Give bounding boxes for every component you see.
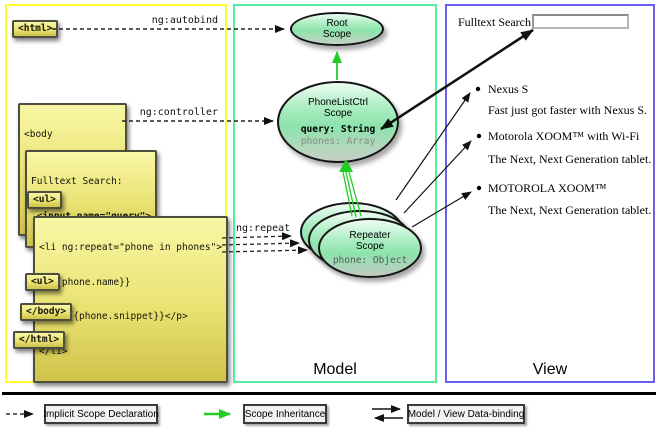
phonelistctrl-prop-query: query: String: [300, 123, 376, 135]
chip-li-repeat: <li ng:repeat="phone in phones"> {{phone…: [33, 216, 229, 383]
chip-html-close: </html>: [13, 331, 66, 349]
phonelistctrl-scope-title: PhoneListCtrl: [307, 96, 369, 108]
view-search-label: Fulltext Search:: [458, 15, 535, 29]
chip-li-line: <p>{{phone.snippet}}</p>: [39, 311, 188, 322]
chip-ul-close: <ul>: [25, 273, 60, 291]
view-item-desc: The Next, Next Generation tablet.: [488, 152, 652, 166]
root-scope-ellipse: Root Scope: [290, 12, 384, 46]
label-ng-controller: ng:controller: [139, 107, 218, 118]
view-item-desc: The Next, Next Generation tablet.: [488, 203, 652, 217]
legend-scope-inheritance-label: Scope Inheritance: [244, 408, 326, 420]
view-item-desc: Fast just got faster with Nexus S.: [488, 103, 647, 117]
repeater-scope-ellipse-front: Repeater Scope phone: Object: [318, 218, 422, 278]
legend-scope-inheritance: Scope Inheritance: [243, 404, 327, 424]
legend-data-binding: Model / View Data-binding: [407, 404, 525, 424]
model-panel-title: Model: [313, 361, 357, 378]
chip-li-line: </li>: [39, 345, 68, 357]
root-scope-title: Root: [326, 18, 348, 29]
phonelistctrl-scope-title: Scope: [323, 107, 353, 119]
view-item-name: Motorola XOOM™ with Wi-Fi: [488, 129, 640, 143]
legend-implicit-scope: Implicit Scope Declaration: [43, 404, 159, 424]
view-item-name: MOTOROLA XOOM™: [488, 181, 607, 195]
legend-separator: [2, 392, 656, 395]
view-panel-title: View: [532, 361, 568, 378]
repeater-scope-title: Scope: [355, 240, 385, 252]
phonelistctrl-prop-phones: phones: Array: [300, 135, 376, 147]
chip-li-line: <li ng:repeat="phone in phones">: [39, 242, 223, 253]
model-panel: Model: [233, 4, 437, 383]
chip-ul-open: <ul>: [27, 191, 62, 209]
root-scope-title: Scope: [322, 29, 352, 40]
fulltext-search-input[interactable]: [532, 14, 629, 29]
label-ng-repeat: ng:repeat: [236, 223, 291, 234]
repeater-prop-phone: phone: Object: [332, 254, 408, 266]
legend-implicit-scope-label: Implicit Scope Declaration: [43, 408, 159, 420]
phonelistctrl-scope-ellipse: PhoneListCtrl Scope query: String phones…: [277, 81, 399, 163]
chip-html-open: <html>: [12, 20, 59, 38]
legend-data-binding-label: Model / View Data-binding: [407, 408, 525, 420]
repeater-scope-title: Repeater: [349, 229, 391, 241]
chip-body-line: <body: [24, 129, 53, 140]
chip-fulltext-label: Fulltext Search:: [31, 176, 123, 187]
label-ng-autobind: ng:autobind: [151, 15, 218, 26]
chip-body-close: </body>: [20, 303, 73, 321]
view-item-name: Nexus S: [488, 82, 529, 96]
chip-li-line: {{phone.name}}: [39, 276, 131, 288]
